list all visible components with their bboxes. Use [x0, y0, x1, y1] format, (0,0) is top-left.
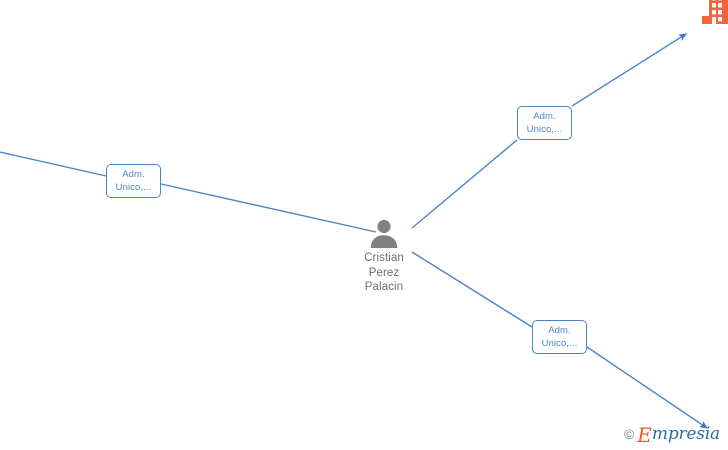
brand-name: mpresia [651, 424, 720, 444]
relation-label-bottom[interactable]: Adm. Unico,... [532, 320, 587, 354]
edge-left-to-person [160, 183, 377, 233]
person-name-label: Cristian Perez Palacin [364, 252, 404, 293]
edge-top-label-to-company [571, 33, 687, 107]
watermark: © E mpresia [623, 422, 720, 447]
edge-bottom-label-to-target [586, 346, 708, 429]
person-icon [370, 219, 398, 248]
edge-person-to-top-label [411, 139, 518, 229]
copyright-icon: © [623, 426, 635, 442]
brand-initial: E [637, 422, 652, 447]
company-node[interactable] [702, 0, 728, 28]
person-node[interactable]: Cristian Perez Palacin [338, 218, 430, 295]
relation-label-top[interactable]: Adm. Unico,... [517, 106, 572, 140]
building-icon [702, 0, 728, 24]
relation-label-left[interactable]: Adm. Unico,... [106, 164, 161, 198]
edge-person-to-bottom-label [411, 251, 533, 328]
edge-left-incoming [0, 151, 107, 177]
